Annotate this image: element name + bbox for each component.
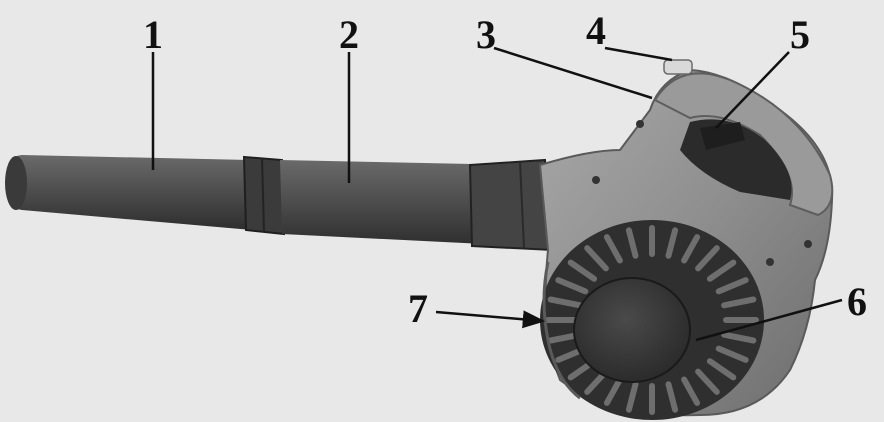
vent-slot — [547, 296, 583, 309]
callout-number-3: 3 — [476, 12, 496, 57]
vent-slot — [555, 277, 589, 295]
leaf-blower-illustration — [5, 59, 834, 420]
leader-line-3 — [493, 46, 653, 100]
callout-number-5: 5 — [790, 12, 810, 57]
vent-slot — [603, 234, 623, 264]
screw-icon — [636, 120, 644, 128]
tube-collar-seam — [519, 161, 525, 249]
vent-slot — [603, 376, 623, 406]
callout-lines — [151, 46, 843, 342]
housing-lower-edge — [542, 261, 581, 400]
leader-line-4 — [604, 46, 673, 62]
vent-slot — [665, 381, 679, 413]
vent-slot — [681, 376, 701, 406]
vent-slot — [625, 227, 639, 259]
callout-number-7: 7 — [408, 286, 428, 331]
vent-slot — [567, 259, 598, 282]
vent-slot — [706, 259, 737, 282]
vent-slot — [681, 234, 701, 264]
callout-number-1: 1 — [143, 12, 163, 57]
trigger-icon — [700, 122, 745, 150]
callout-number-2: 2 — [339, 12, 359, 57]
tube-nozzle-opening — [5, 156, 27, 210]
tube-collar — [468, 158, 554, 252]
screw-icon — [804, 240, 812, 248]
vent-slot — [715, 345, 749, 363]
tube-nozzle — [6, 155, 252, 230]
callout-numbers: 1 2 3 4 5 6 7 — [143, 8, 867, 331]
leader-line-6 — [695, 298, 843, 342]
vent-slot — [706, 358, 737, 381]
screw-icon — [766, 258, 774, 266]
callout-number-6: 6 — [847, 279, 867, 324]
top-switch-icon — [663, 59, 693, 75]
vent-slot — [721, 296, 757, 309]
vent-slot — [695, 368, 720, 395]
vent-slot — [625, 381, 639, 413]
vent-slot — [665, 227, 679, 259]
screw-icon — [592, 176, 600, 184]
vent-slot — [584, 245, 609, 272]
callout-number-4: 4 — [586, 8, 606, 53]
blower-handle — [653, 72, 834, 217]
leader-line-5 — [715, 51, 790, 129]
vent-slot — [695, 245, 720, 272]
tube-coupling-seam — [261, 157, 265, 233]
fan-cover-cap — [573, 277, 691, 383]
leader-line-7 — [435, 310, 546, 329]
vent-slot — [715, 277, 749, 295]
vent-slot — [721, 331, 757, 344]
tube-upper — [280, 160, 524, 246]
